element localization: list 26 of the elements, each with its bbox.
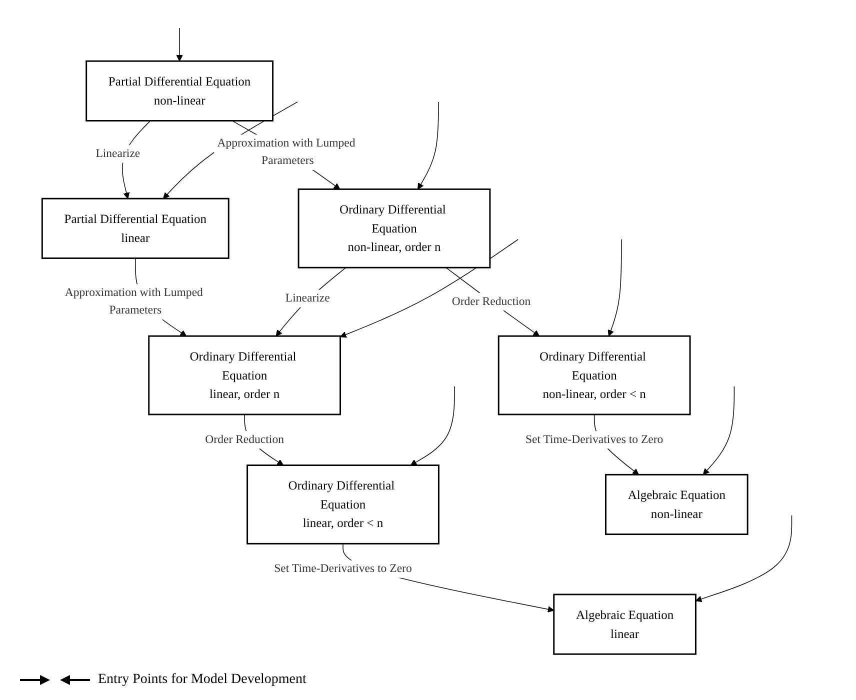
node-box: Algebraic Equation non-linear <box>605 474 748 536</box>
arrow <box>695 515 792 602</box>
edge-label: Order Reduction <box>205 433 284 446</box>
edge-label: Approximation with Lumped Parameters <box>64 286 203 317</box>
node-box: Partial Differential Equation linear <box>41 198 230 259</box>
node-box: Ordinary Differential Equation non-linear, order < n <box>498 335 691 416</box>
node-box: Ordinary Differential Equation linear, order < n <box>246 464 440 544</box>
arrow <box>702 386 735 475</box>
arrow <box>176 28 183 62</box>
arrow <box>608 239 622 336</box>
node-box: Algebraic Equation linear <box>553 594 696 655</box>
arrow <box>340 239 518 338</box>
edge-label: Linearize <box>96 147 140 160</box>
arrow <box>446 267 540 336</box>
legend-text: Entry Points for Model Development <box>98 672 306 688</box>
arrow <box>276 267 346 336</box>
edge-label: Linearize <box>285 292 330 304</box>
edge-label: Set Time-Derivatives to Zero <box>274 562 412 575</box>
node-box: Partial Differential Equation non-linear <box>86 60 274 122</box>
arrow <box>410 386 455 466</box>
edge-label: Approximation with Lumped Parameters <box>217 136 356 168</box>
edge-label: Set Time-Derivatives to Zero <box>525 433 664 446</box>
edge-label: Order Reduction <box>452 295 531 308</box>
arrow <box>418 102 439 190</box>
node-box: Ordinary Differential Equation linear, order n <box>148 335 341 416</box>
node-box: Ordinary Differential Equation non-linear, order n <box>298 188 491 268</box>
